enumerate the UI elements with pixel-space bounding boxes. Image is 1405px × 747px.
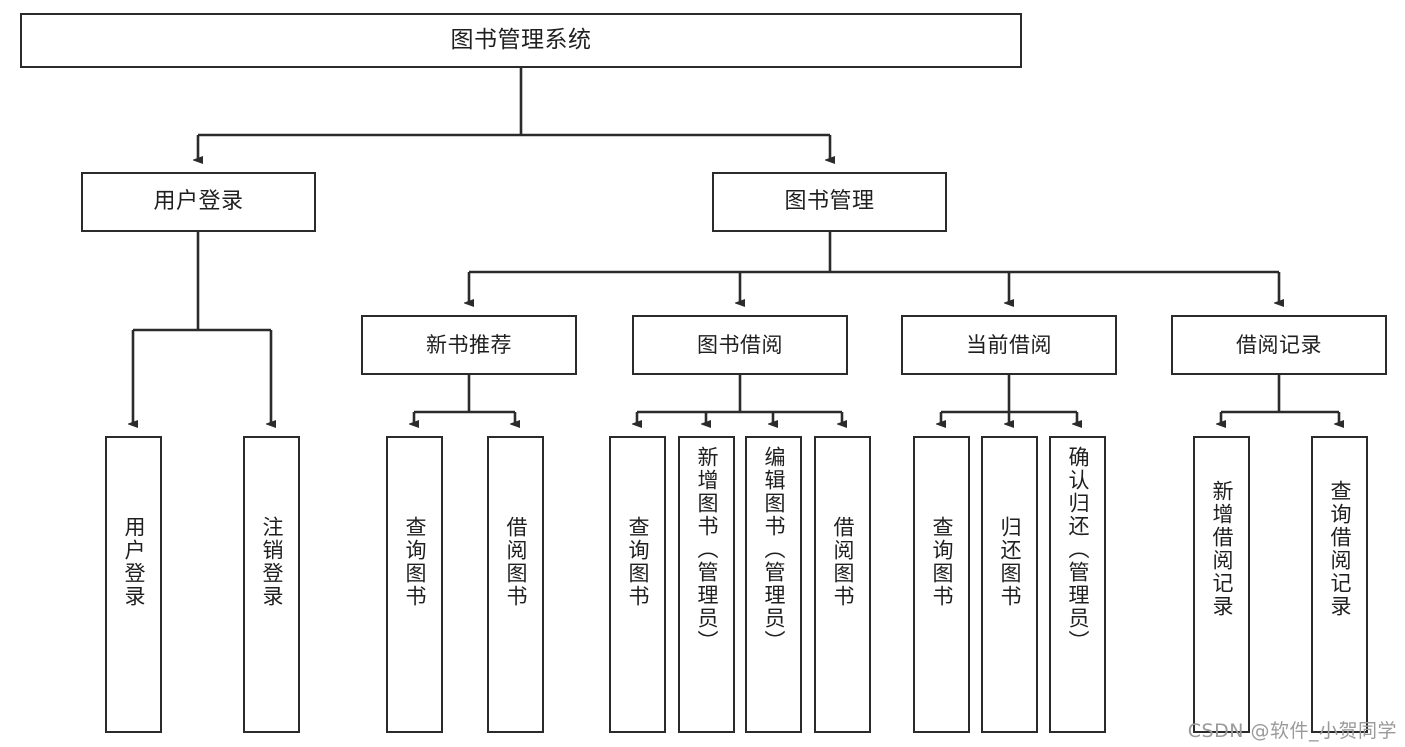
node-label: 新增借阅记录: [1210, 480, 1234, 618]
node-label: 确认归还（管理员）: [1066, 446, 1090, 653]
node-label: 图书管理系统: [450, 27, 592, 54]
node-label: 归还图书: [998, 516, 1022, 608]
node-label: 图书借阅: [697, 332, 783, 357]
node-label: 新增图书（管理员）: [695, 446, 719, 653]
leaf-add-borrow-record[interactable]: 新增借阅记录: [1193, 436, 1250, 733]
node-label: 注销登录: [260, 516, 284, 608]
leaf-query-book-borrow[interactable]: 查询图书: [609, 436, 666, 733]
leaf-confirm-return-admin[interactable]: 确认归还（管理员）: [1049, 436, 1106, 733]
node-label: 借阅记录: [1236, 332, 1322, 357]
node-label: 用户登录: [122, 516, 146, 608]
leaf-logout-login[interactable]: 注销登录: [243, 436, 300, 733]
node-label: 当前借阅: [966, 332, 1052, 357]
leaf-borrow-book-recommend[interactable]: 借阅图书: [487, 436, 544, 733]
node-label: 借阅图书: [831, 516, 855, 608]
node-label: 用户登录: [153, 189, 244, 215]
leaf-query-borrow-record[interactable]: 查询借阅记录: [1311, 436, 1368, 733]
leaf-query-book-current[interactable]: 查询图书: [913, 436, 970, 733]
watermark-text: CSDN @软件_小贺同学: [1187, 720, 1397, 742]
leaf-edit-book-admin[interactable]: 编辑图书（管理员）: [745, 436, 802, 733]
node-book-management[interactable]: 图书管理: [712, 172, 947, 232]
node-book-borrow[interactable]: 图书借阅: [632, 315, 848, 375]
leaf-add-book-admin[interactable]: 新增图书（管理员）: [678, 436, 735, 733]
node-current-borrow[interactable]: 当前借阅: [901, 315, 1117, 375]
node-label: 图书管理: [784, 189, 875, 215]
node-label: 查询借阅记录: [1328, 480, 1352, 618]
node-borrow-record[interactable]: 借阅记录: [1171, 315, 1387, 375]
leaf-borrow-book-borrow[interactable]: 借阅图书: [814, 436, 871, 733]
node-label: 借阅图书: [504, 516, 528, 608]
node-label: 查询图书: [626, 516, 650, 608]
node-label: 查询图书: [930, 516, 954, 608]
node-new-book-recommend[interactable]: 新书推荐: [361, 315, 577, 375]
node-root-system[interactable]: 图书管理系统: [20, 13, 1022, 68]
node-label: 查询图书: [403, 516, 427, 608]
node-label: 新书推荐: [426, 332, 512, 357]
node-user-login[interactable]: 用户登录: [81, 172, 316, 232]
node-label: 编辑图书（管理员）: [762, 446, 786, 653]
leaf-user-login[interactable]: 用户登录: [105, 436, 162, 733]
leaf-query-book-recommend[interactable]: 查询图书: [386, 436, 443, 733]
leaf-return-book[interactable]: 归还图书: [981, 436, 1038, 733]
